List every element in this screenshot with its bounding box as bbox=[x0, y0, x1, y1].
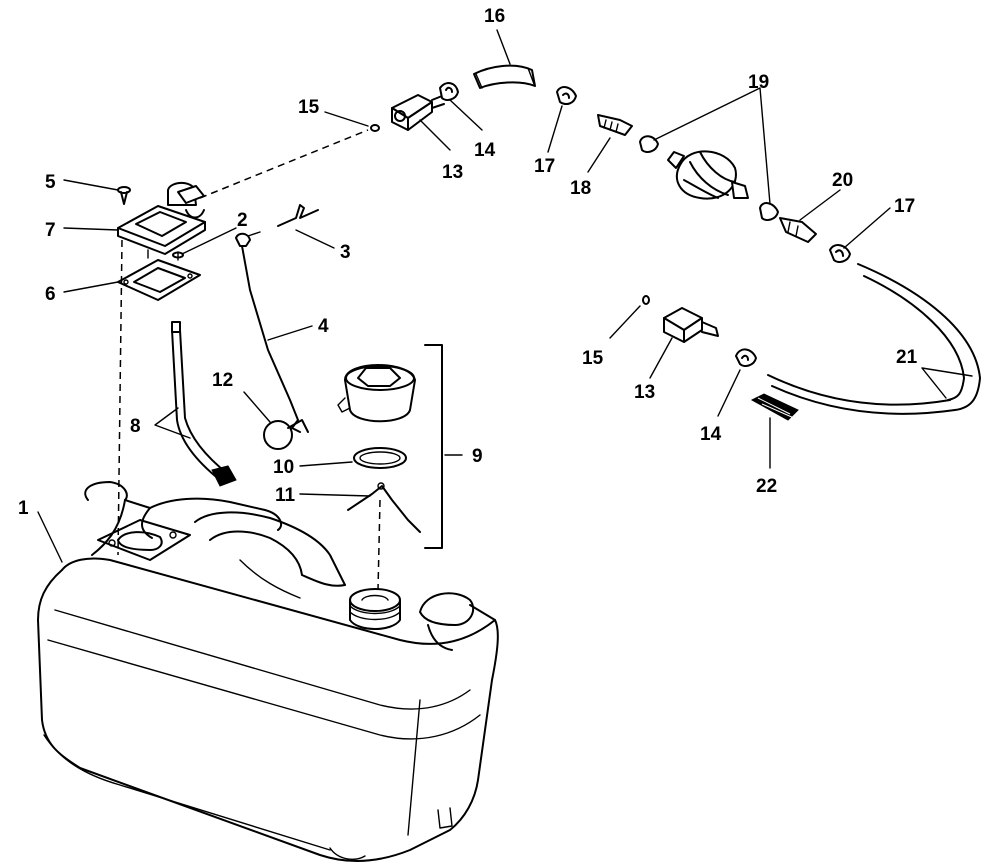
part-4-float-arm bbox=[235, 231, 301, 433]
part-17-clamp-upper bbox=[556, 86, 577, 105]
callout-10: 10 bbox=[273, 457, 294, 478]
part-19-primer-bulb bbox=[639, 135, 779, 221]
callout-12: 12 bbox=[212, 370, 233, 391]
callout-16: 16 bbox=[484, 6, 505, 27]
callout-15-lower: 15 bbox=[582, 348, 604, 369]
callout-20: 20 bbox=[832, 170, 853, 191]
leader-lines bbox=[37, 29, 973, 563]
part-15-o-ring-upper bbox=[370, 124, 380, 132]
part-18-fitting bbox=[597, 114, 633, 136]
bracket-9 bbox=[424, 344, 443, 549]
part-12-float bbox=[263, 419, 309, 450]
part-9-filler-cap bbox=[337, 364, 416, 423]
part-13-connector-lower bbox=[663, 307, 719, 343]
part-11-cap-tether bbox=[347, 482, 421, 533]
callout-17-lower: 17 bbox=[894, 196, 915, 217]
callout-11: 11 bbox=[275, 485, 296, 506]
callout-13-upper: 13 bbox=[442, 162, 463, 183]
part-16-hose bbox=[473, 64, 536, 89]
callout-21: 21 bbox=[896, 347, 918, 368]
callout-17-upper: 17 bbox=[534, 156, 555, 177]
callout-14-lower: 14 bbox=[700, 424, 722, 445]
part-10-o-ring bbox=[353, 447, 407, 469]
part-2-retainer bbox=[172, 251, 184, 259]
fuel-tank bbox=[37, 481, 499, 863]
callout-7: 7 bbox=[45, 220, 56, 241]
part-15-o-ring-lower bbox=[642, 295, 650, 305]
part-3-clip bbox=[277, 204, 319, 227]
callout-9: 9 bbox=[472, 446, 483, 467]
part-21-fuel-hose bbox=[767, 263, 981, 415]
callout-labels: 1 2 3 4 5 6 7 8 9 10 11 12 13 14 15 16 1… bbox=[18, 6, 918, 519]
part-6-gasket bbox=[117, 259, 201, 301]
part-20-fitting bbox=[779, 217, 817, 243]
part-14-clamp-lower bbox=[735, 348, 757, 367]
callout-13-lower: 13 bbox=[634, 382, 655, 403]
callout-1: 1 bbox=[18, 498, 29, 519]
alignment-lines bbox=[117, 129, 381, 591]
part-13-connector-upper bbox=[391, 94, 445, 131]
part-5-screw bbox=[117, 186, 131, 205]
part-17-clamp-lower bbox=[829, 244, 851, 263]
callout-6: 6 bbox=[45, 284, 56, 305]
callout-3: 3 bbox=[340, 242, 351, 263]
callout-8: 8 bbox=[130, 416, 141, 437]
callout-5: 5 bbox=[45, 172, 56, 193]
part-14-clamp-upper bbox=[439, 82, 459, 101]
callout-15-upper: 15 bbox=[298, 97, 320, 118]
callout-19: 19 bbox=[748, 72, 769, 93]
callout-4: 4 bbox=[318, 316, 329, 337]
callout-14-upper: 14 bbox=[474, 140, 496, 161]
part-22-filter-screen bbox=[750, 393, 799, 421]
callout-22: 22 bbox=[756, 476, 777, 497]
callout-18: 18 bbox=[570, 178, 591, 199]
callout-2: 2 bbox=[237, 210, 248, 231]
part-8-pickup-tube bbox=[171, 321, 237, 487]
